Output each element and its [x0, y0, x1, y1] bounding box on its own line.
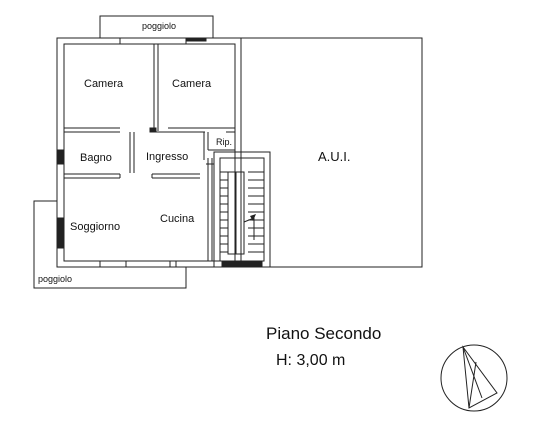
staircase [213, 151, 271, 268]
balcony-top [99, 15, 214, 38]
balcony-label-bottom: poggiolo [38, 274, 72, 284]
room-label-soggiorno: Soggiorno [70, 221, 120, 233]
floor-title: Piano Secondo [266, 324, 381, 343]
floor-height: H: 3,00 m [276, 352, 345, 369]
balcony-label-top: poggiolo [142, 21, 176, 31]
area-label-aui: A.U.I. [318, 149, 351, 164]
room-label-cucina: Cucina [160, 213, 195, 225]
room-label-camera-left: Camera [84, 78, 124, 90]
room-label-bagno: Bagno [80, 152, 112, 164]
balcony-bottom [33, 200, 187, 289]
room-label-camera-right: Camera [172, 78, 212, 90]
room-label-ripostiglio: Rip. [216, 137, 232, 147]
north-arrow-icon [440, 344, 508, 412]
room-label-ingresso: Ingresso [146, 151, 188, 163]
interior-walls [64, 44, 235, 261]
